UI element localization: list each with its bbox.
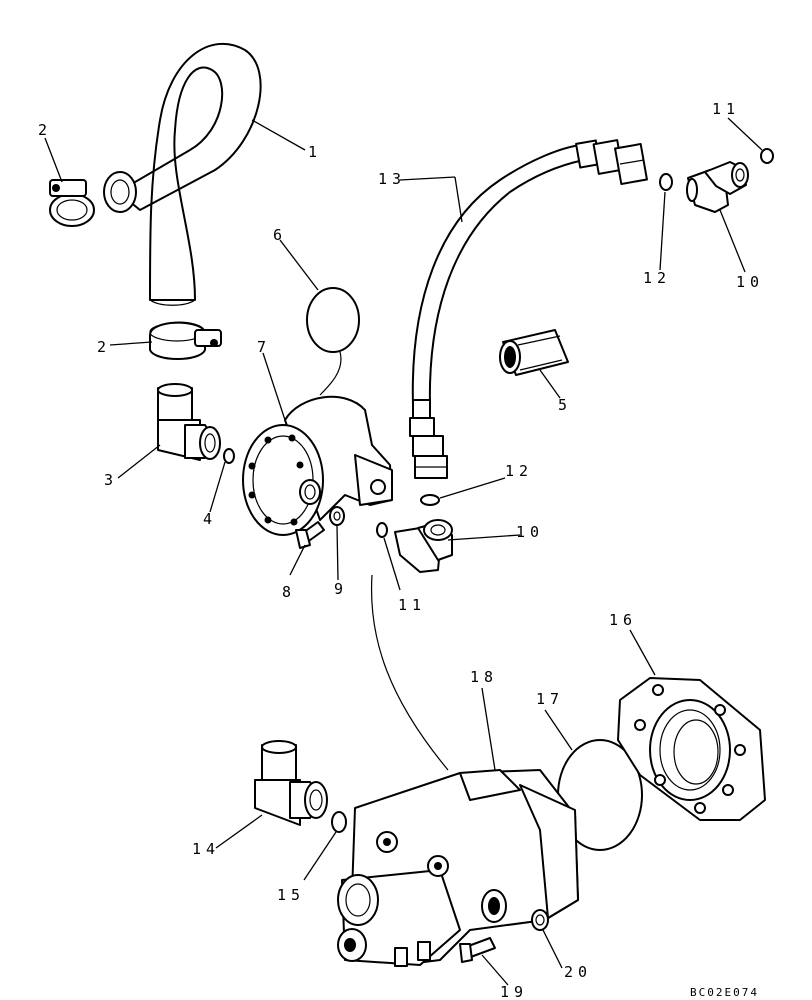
o-ring-4[interactable] bbox=[223, 448, 235, 464]
callout-6: 6 bbox=[273, 226, 287, 244]
main-hydraulic-pump[interactable] bbox=[337, 769, 579, 967]
o-ring-leader-curve bbox=[319, 351, 342, 396]
callout-2-upper: 2 bbox=[38, 121, 52, 139]
elbow-fitting-upper[interactable] bbox=[157, 383, 221, 461]
pressure-hose[interactable] bbox=[409, 139, 648, 479]
callout-20: 20 bbox=[564, 963, 592, 981]
washer-20[interactable] bbox=[531, 909, 549, 931]
elbow-fitting-14[interactable] bbox=[254, 740, 328, 826]
callout-10-lower: 10 bbox=[516, 523, 544, 541]
suction-hose[interactable] bbox=[103, 42, 262, 306]
assembly-path-curve bbox=[370, 574, 449, 771]
o-ring-12-upper[interactable] bbox=[659, 173, 673, 191]
hose-clamp-lower[interactable] bbox=[149, 321, 222, 360]
callout-1: 1 bbox=[308, 143, 322, 161]
callout-15: 15 bbox=[277, 886, 305, 904]
adapter-plate[interactable] bbox=[617, 677, 766, 821]
callout-13: 13 bbox=[378, 170, 406, 188]
callout-12-upper: 12 bbox=[643, 269, 671, 287]
charge-pump-body[interactable] bbox=[242, 395, 393, 536]
large-o-ring[interactable] bbox=[306, 287, 360, 353]
o-ring-11-upper[interactable] bbox=[760, 148, 774, 164]
callout-2-lower: 2 bbox=[97, 338, 111, 356]
callout-12-lower: 12 bbox=[505, 462, 533, 480]
bolt-8[interactable] bbox=[295, 521, 325, 549]
callout-4: 4 bbox=[203, 510, 217, 528]
callout-16: 16 bbox=[609, 611, 637, 629]
washer-9[interactable] bbox=[329, 506, 345, 526]
callout-8: 8 bbox=[282, 583, 296, 601]
drawing-code: BC02E074 bbox=[690, 986, 759, 999]
o-ring-11-lower[interactable] bbox=[376, 522, 388, 538]
splined-coupling[interactable] bbox=[499, 329, 569, 376]
callout-17: 17 bbox=[536, 690, 564, 708]
o-ring-12-lower[interactable] bbox=[420, 494, 440, 506]
callout-19: 19 bbox=[500, 983, 528, 1000]
bolt-19[interactable] bbox=[459, 937, 496, 963]
callout-10-upper: 10 bbox=[736, 273, 764, 291]
callout-7: 7 bbox=[257, 338, 271, 356]
o-ring-15[interactable] bbox=[331, 811, 347, 833]
callout-14: 14 bbox=[192, 840, 220, 858]
callout-11-upper: 11 bbox=[712, 100, 740, 118]
hose-clamp-upper[interactable] bbox=[49, 179, 95, 227]
leader-lines bbox=[44, 117, 763, 986]
callout-18: 18 bbox=[470, 668, 498, 686]
elbow-fitting-10-lower[interactable] bbox=[394, 519, 453, 573]
callout-11-lower: 11 bbox=[398, 596, 426, 614]
elbow-fitting-10-upper[interactable] bbox=[686, 161, 749, 213]
callout-3: 3 bbox=[104, 471, 118, 489]
callout-labels: 1 2 2 3 4 5 6 7 8 9 10 10 11 11 12 12 13… bbox=[38, 100, 764, 1000]
callout-5: 5 bbox=[558, 396, 572, 414]
callout-9: 9 bbox=[334, 580, 348, 598]
